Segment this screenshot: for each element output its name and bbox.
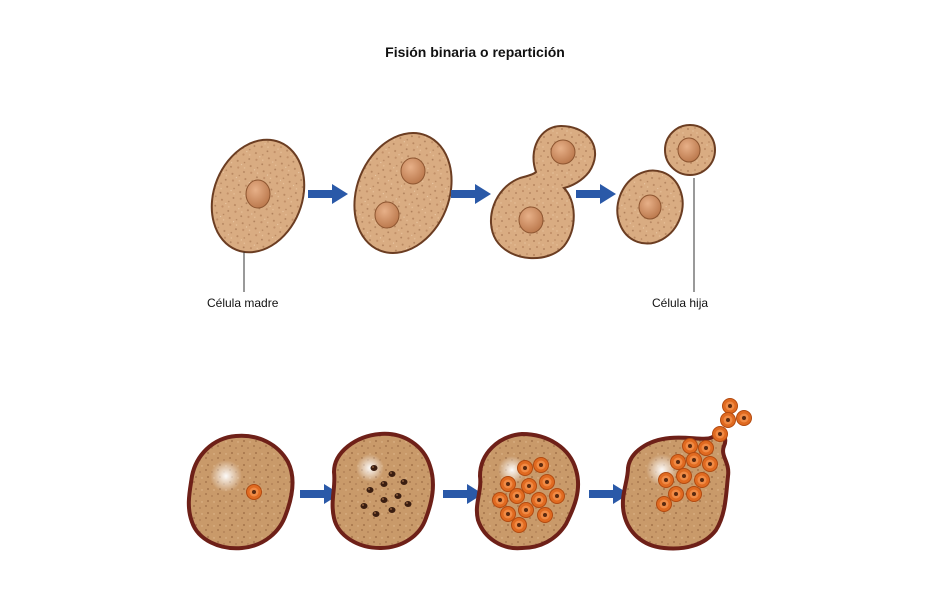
mother-cell: [210, 138, 306, 254]
elongating-cell: [353, 131, 453, 255]
daughter-cell-label: Célula hija: [652, 296, 709, 310]
daughter-cell: [664, 124, 716, 176]
diagram-title: Fisión binaria o repartición: [385, 44, 565, 60]
stage-1-cell: [186, 433, 295, 551]
stage-4-cell: [620, 431, 731, 551]
arrow-2: [451, 184, 491, 204]
dividing-cell: [489, 124, 597, 259]
released-spores: [712, 398, 752, 442]
mother-cell-label: Célula madre: [207, 296, 279, 310]
stage-2-cell: [330, 431, 435, 551]
arrow-1: [308, 184, 348, 204]
separated-cell-large: [616, 169, 684, 245]
stage-3-cell: [474, 431, 581, 551]
arrow-3: [576, 184, 616, 204]
